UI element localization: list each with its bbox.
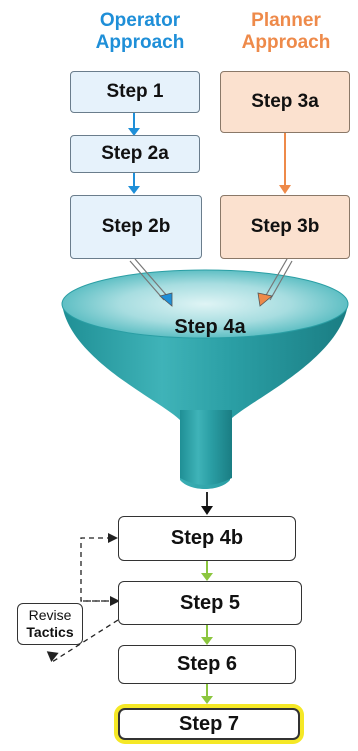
step6-label: Step 6 (176, 653, 238, 675)
step2a-box: Step 2a (70, 135, 200, 173)
arrowhead-step6-to-step7 (201, 696, 213, 704)
arrowhead-step4b-to-step5 (201, 573, 213, 581)
step7-box: Step 7 (118, 708, 300, 740)
planner-heading-line2: Approach (241, 32, 331, 53)
arrow-step2b-to-funnel-b (134, 258, 169, 298)
step2b-box: Step 2b (70, 195, 202, 259)
funnel-stem (180, 410, 232, 485)
step2b-label: Step 2b (101, 216, 171, 237)
step7-label: Step 7 (178, 712, 240, 735)
arrowhead-step2b-to-funnel (159, 292, 173, 307)
arrow-step3b-to-funnel-b (269, 260, 293, 301)
step1-label: Step 1 (106, 81, 164, 102)
step1-box: Step 1 (70, 71, 200, 113)
planner-heading-line1: Planner (251, 10, 321, 31)
operator-heading-line1: Operator (99, 10, 181, 31)
step5-box: Step 5 (118, 581, 302, 625)
operator-approach-heading: Operator Approach (70, 10, 210, 54)
funnel-body (62, 304, 348, 489)
step3a-label: Step 3a (251, 91, 319, 112)
funnel-rim (61, 269, 349, 339)
arrowhead-step1-to-step2a (128, 128, 140, 136)
arrow-step2b-to-funnel-a (129, 260, 165, 301)
step6-box: Step 6 (118, 645, 296, 684)
arrowhead-step5-to-step6 (201, 637, 213, 645)
tactics-label: Tactics (26, 624, 74, 640)
operator-heading-line2: Approach (95, 32, 185, 53)
feedback-line-step5-to-revise (51, 619, 119, 663)
arrowhead-funnel-to-step4b (201, 506, 213, 515)
step3b-label: Step 3b (250, 216, 320, 237)
revise-label: Revise (28, 607, 72, 623)
arrowhead-step3a-to-step3b (279, 185, 291, 194)
step4a-label: Step 4a (174, 316, 246, 338)
step2a-label: Step 2a (101, 143, 169, 164)
revise-tactics-box: Revise Tactics (17, 603, 83, 645)
arrowhead-step2a-to-step2b (128, 186, 140, 194)
step3b-box: Step 3b (220, 195, 350, 259)
feedback-arrowhead-step5 (110, 596, 120, 606)
step5-label: Step 5 (179, 591, 241, 614)
planner-approach-heading: Planner Approach (226, 10, 346, 54)
step4b-box: Step 4b (118, 516, 296, 561)
step3a-box: Step 3a (220, 71, 350, 133)
feedback-arrowhead-step4b (108, 533, 118, 543)
feedback-loop-step4b (80, 537, 118, 602)
feedback-arrowhead-revise (46, 651, 59, 662)
arrowhead-step3b-to-funnel (257, 292, 273, 307)
step4b-label: Step 4b (170, 527, 244, 549)
arrow-step3b-to-funnel-a (264, 258, 288, 298)
